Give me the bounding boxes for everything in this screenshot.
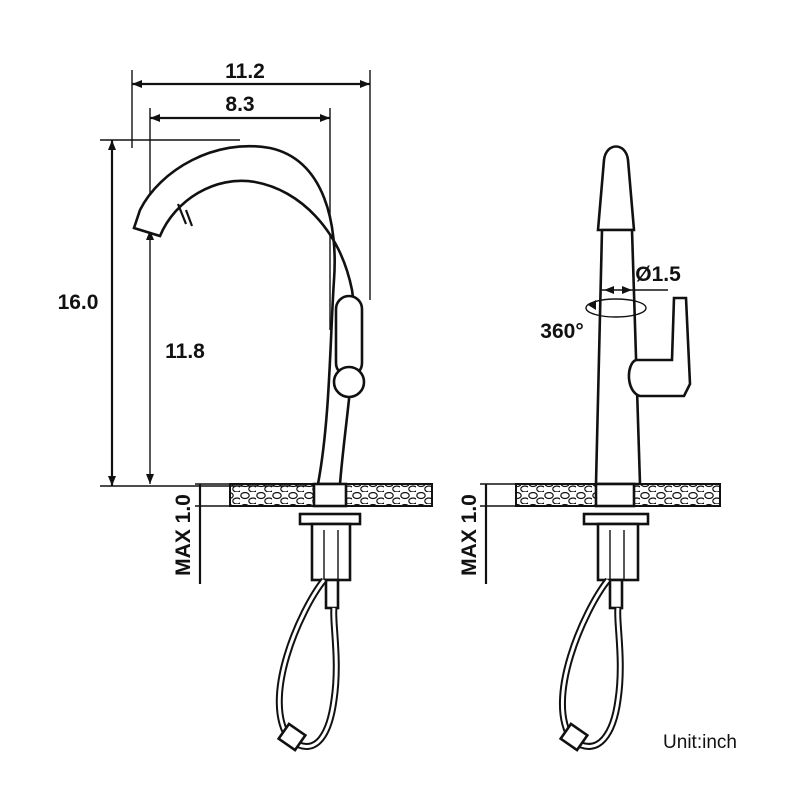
height-label: 16.0 — [58, 291, 99, 314]
diameter-label: Ø1.5 — [635, 263, 681, 286]
front-deck — [515, 482, 721, 508]
side-view: 11.2 8.3 16.0 11.8 — [58, 60, 433, 752]
front-handle — [627, 296, 692, 398]
width-label: 11.2 — [225, 60, 265, 83]
side-deck — [229, 482, 433, 508]
side-deck-dimension — [195, 483, 230, 584]
unit-note: Unit:inch — [663, 732, 737, 753]
side-mount — [298, 512, 362, 610]
front-neck — [594, 228, 642, 486]
reach-label: 8.3 — [225, 93, 254, 116]
side-max-label: MAX 1.0 — [172, 494, 195, 576]
front-view: Ø1.5 360° MAX 1.0 — [458, 145, 721, 752]
hose-weight — [276, 722, 308, 752]
spout-height-label: 11.8 — [165, 340, 205, 363]
front-deck-dimension — [480, 483, 516, 584]
dimension-11-2 — [131, 70, 371, 300]
faucet-spout — [132, 144, 356, 486]
front-max-label: MAX 1.0 — [458, 494, 481, 576]
spray-mark — [176, 203, 188, 225]
front-spray-head — [596, 145, 636, 232]
front-mount — [582, 512, 650, 610]
side-handle — [332, 294, 366, 399]
dimension-11-8 — [146, 230, 154, 484]
swivel-ring — [585, 298, 647, 318]
spray-mark — [184, 209, 194, 227]
diameter-dimension — [600, 286, 668, 294]
rotation-label: 360° — [540, 320, 583, 343]
front-hose-weight — [558, 722, 590, 752]
